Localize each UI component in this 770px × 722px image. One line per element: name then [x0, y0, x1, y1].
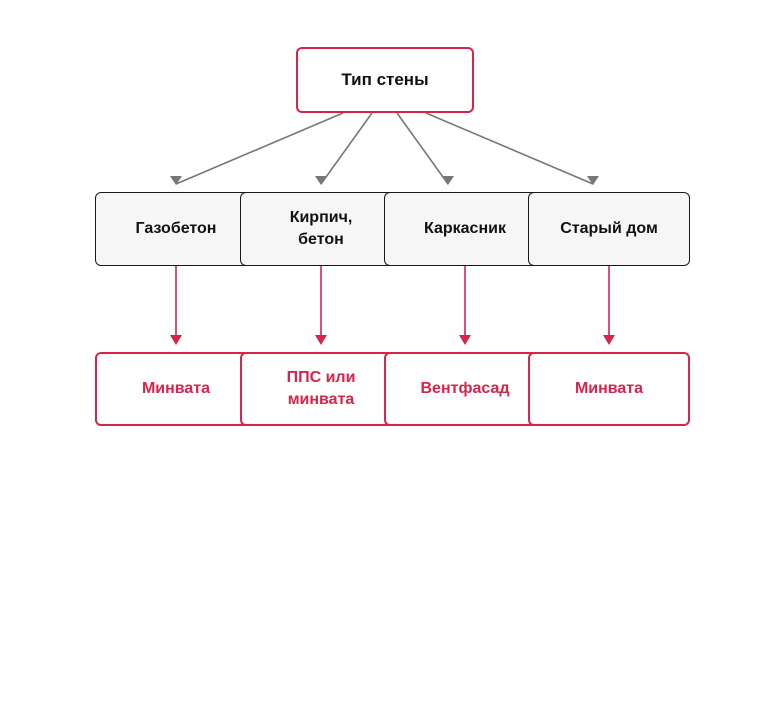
- root-node: Тип стены: [296, 47, 474, 113]
- insulation-label: Минвата: [574, 380, 644, 397]
- arrowhead-staryi-dom: [587, 176, 599, 185]
- insulation-label: Минвата: [141, 380, 211, 397]
- connector-root-to-gazobeton: [175, 112, 344, 185]
- wall-type-label: Кирпич, бетон: [289, 209, 353, 248]
- connector-root-to-kirpich: [320, 112, 373, 185]
- insulation-node-ventfasad: Вентфасад: [384, 352, 546, 426]
- wall-type-node-gazobeton: Газобетон: [95, 192, 257, 266]
- connector-root-to-staryi-dom: [425, 112, 594, 185]
- arrowhead-kirpich: [315, 176, 327, 185]
- arrowhead-minvata-1: [170, 335, 182, 345]
- connector-root-to-karkasnik: [396, 112, 449, 185]
- wall-type-label: Каркасник: [424, 220, 506, 237]
- insulation-node-minvata-1: Минвата: [95, 352, 257, 426]
- wall-type-label: Старый дом: [560, 220, 658, 237]
- arrowhead-minvata-2: [603, 335, 615, 345]
- arrowhead-pps: [315, 335, 327, 345]
- root-label: Тип стены: [341, 70, 429, 89]
- wall-type-node-kirpich-beton: Кирпич, бетон: [240, 192, 402, 266]
- insulation-node-pps-ili-minvata: ППС или минвата: [240, 352, 402, 426]
- wall-type-node-staryi-dom: Старый дом: [528, 192, 690, 266]
- arrowhead-ventfasad: [459, 335, 471, 345]
- wall-type-node-karkasnik: Каркасник: [384, 192, 546, 266]
- insulation-node-minvata-2: Минвата: [528, 352, 690, 426]
- insulation-label: Вентфасад: [420, 380, 510, 397]
- arrowhead-gazobeton: [170, 176, 182, 185]
- wall-type-label: Газобетон: [135, 220, 217, 237]
- arrowhead-karkasnik: [442, 176, 454, 185]
- insulation-label: ППС или минвата: [286, 369, 356, 408]
